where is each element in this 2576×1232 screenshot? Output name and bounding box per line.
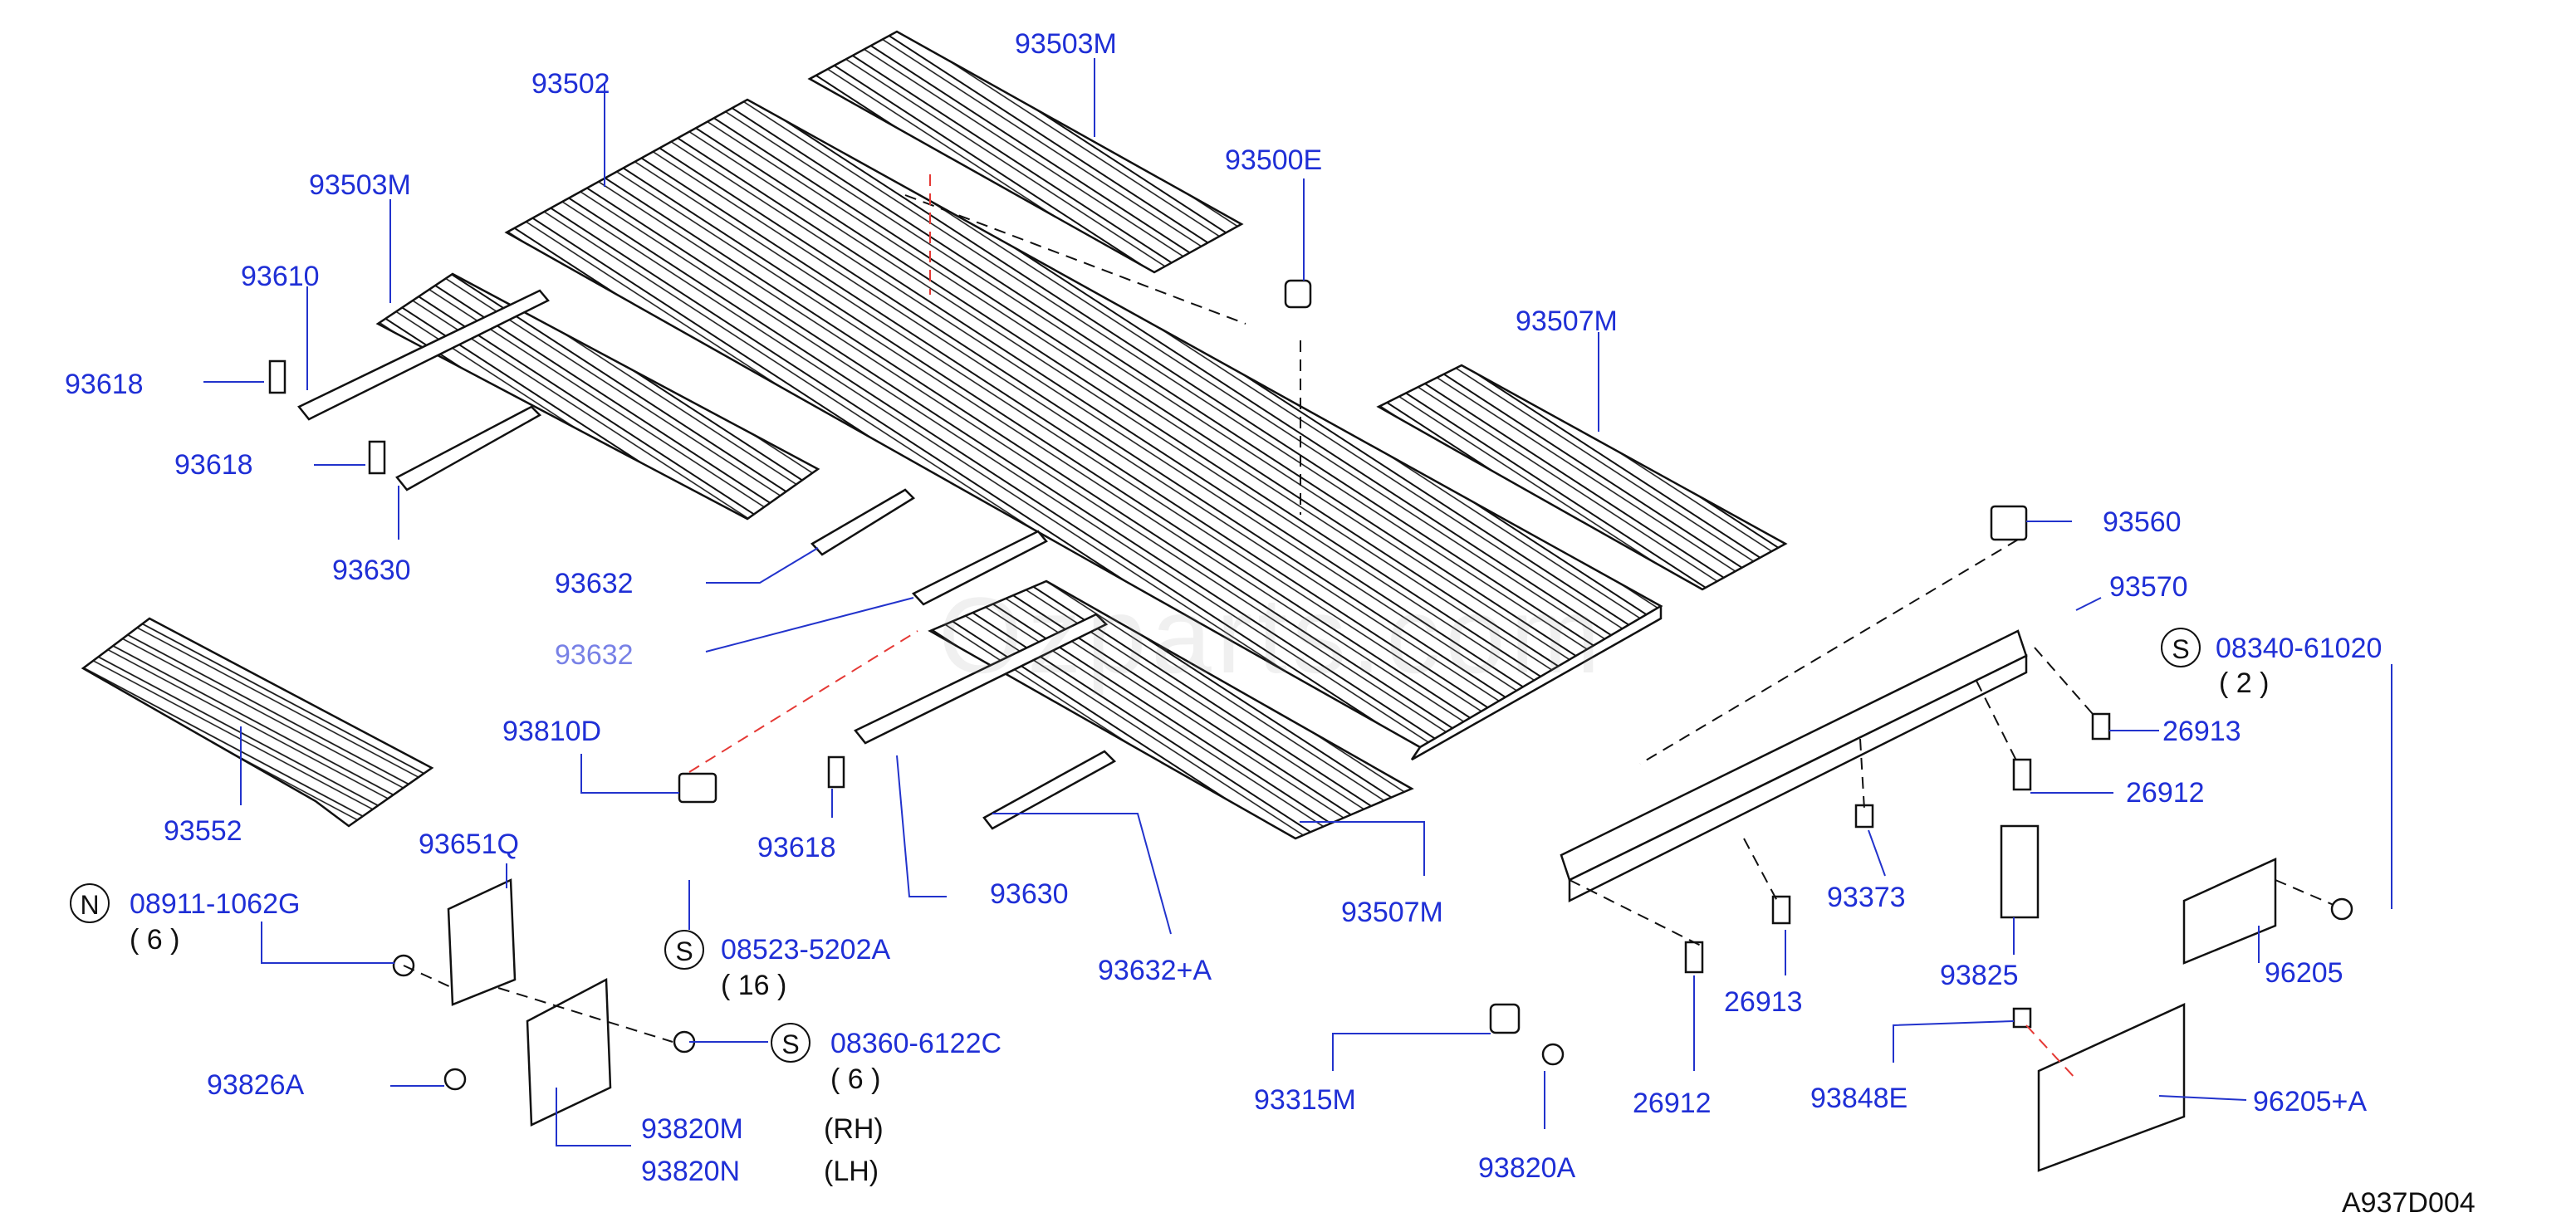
part-label-93651Q[interactable]: 93651Q — [419, 829, 519, 860]
part-label-93820M[interactable]: 93820M — [641, 1113, 743, 1145]
floor-panel-main — [504, 98, 1663, 761]
part-label-93825[interactable]: 93825 — [1940, 960, 2019, 991]
part-label-93810D[interactable]: 93810D — [502, 716, 602, 747]
floor-panel-top — [807, 30, 1244, 274]
part-label-93503M-top[interactable]: 93503M — [1015, 28, 1117, 60]
dashed-lines — [403, 194, 2334, 1043]
side-rail — [1560, 629, 2028, 903]
part-label-96205[interactable]: 96205 — [2265, 957, 2343, 989]
fastener-number-08911-1062G[interactable]: 08911-1062G — [130, 888, 301, 920]
floor-panel-right — [1376, 364, 1788, 591]
part-label-93552[interactable]: 93552 — [164, 815, 242, 847]
fastener-symbol-s: S — [2161, 628, 2201, 667]
cross-members — [297, 289, 1117, 830]
part-label-93315M[interactable]: 93315M — [1254, 1084, 1356, 1116]
part-label-93618-a[interactable]: 93618 — [65, 369, 144, 400]
part-label-93502[interactable]: 93502 — [531, 68, 610, 100]
fastener-number-08523-5202A[interactable]: 08523-5202A — [721, 934, 891, 966]
part-label-93618-b[interactable]: 93618 — [174, 449, 253, 481]
fastener-symbol-s: S — [664, 930, 704, 970]
part-label-93630-a[interactable]: 93630 — [332, 555, 411, 586]
side-rh: (RH) — [824, 1113, 884, 1145]
red-dashed-lines — [688, 174, 2077, 1080]
part-label-93848E[interactable]: 93848E — [1810, 1083, 1908, 1114]
part-label-93507M-bottom[interactable]: 93507M — [1341, 897, 1443, 928]
side-lh: (LH) — [824, 1156, 879, 1187]
part-label-26912-b[interactable]: 26912 — [1633, 1088, 1712, 1119]
fastener-symbol-n: N — [70, 883, 110, 923]
part-label-26912-a[interactable]: 26912 — [2126, 777, 2205, 809]
part-label-93630-b[interactable]: 93630 — [990, 878, 1069, 910]
diagram-code: A937D004 — [2342, 1187, 2476, 1219]
part-label-93507M-right[interactable]: 93507M — [1516, 306, 1618, 337]
fastener-qty: ( 6 ) — [130, 924, 180, 956]
leader-lines — [203, 58, 2392, 1146]
part-label-93826A[interactable]: 93826A — [207, 1069, 305, 1101]
fastener-number-08360-6122C[interactable]: 08360-6122C — [830, 1028, 1002, 1059]
part-label-93560[interactable]: 93560 — [2103, 506, 2182, 538]
part-label-93610[interactable]: 93610 — [241, 261, 320, 292]
part-label-93373[interactable]: 93373 — [1827, 882, 1906, 913]
fastener-qty: ( 2 ) — [2219, 667, 2270, 699]
fastener-qty: ( 6 ) — [830, 1063, 881, 1095]
part-label-93632-partial[interactable]: 93632 — [555, 639, 634, 671]
part-label-93618-c[interactable]: 93618 — [757, 832, 836, 863]
watermark: Ozparts.com — [938, 574, 1605, 696]
part-label-93632[interactable]: 93632 — [555, 568, 634, 599]
floor-panel-left — [375, 272, 820, 521]
part-label-26913-a[interactable]: 26913 — [2162, 716, 2241, 747]
fastener-number-08340-61020[interactable]: 08340-61020 — [2216, 633, 2383, 664]
fastener-qty: ( 16 ) — [721, 970, 787, 1001]
part-label-93632A[interactable]: 93632+A — [1098, 955, 1212, 986]
part-label-93570[interactable]: 93570 — [2109, 571, 2188, 603]
part-label-93820N[interactable]: 93820N — [641, 1156, 741, 1187]
part-label-96205A[interactable]: 96205+A — [2253, 1086, 2368, 1117]
fastener-symbol-s: S — [771, 1023, 811, 1063]
part-label-26913-b[interactable]: 26913 — [1724, 986, 1803, 1018]
part-label-93820A[interactable]: 93820A — [1478, 1152, 1576, 1184]
part-label-93503M-left[interactable]: 93503M — [309, 169, 411, 201]
wheelhouse-cover — [81, 617, 434, 828]
part-label-93500E[interactable]: 93500E — [1225, 144, 1323, 176]
